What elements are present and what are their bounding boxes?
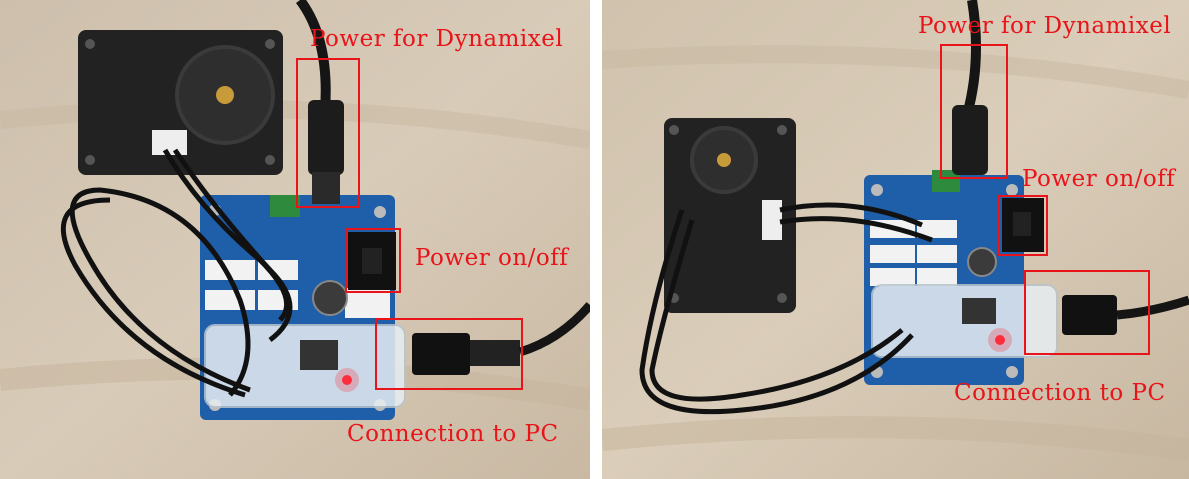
right-photo: Power for Dynamixel Power on/off Connect… — [602, 0, 1189, 479]
label-pc-connection: Connection to PC — [347, 421, 559, 447]
label-dynamixel-power: Power for Dynamixel — [918, 13, 1172, 39]
dynamixel-power-box — [296, 58, 360, 208]
label-dynamixel-power: Power for Dynamixel — [310, 26, 564, 52]
left-photo: Power for Dynamixel Power on/off Connect… — [0, 0, 590, 479]
pc-connection-box — [375, 318, 523, 390]
label-power-switch: Power on/off — [415, 245, 569, 271]
pc-connection-box — [1024, 270, 1150, 355]
label-pc-connection: Connection to PC — [954, 380, 1166, 406]
dynamixel-power-box — [940, 44, 1008, 179]
label-power-switch: Power on/off — [1022, 166, 1176, 192]
power-switch-box — [998, 195, 1048, 256]
right-photo-scene — [602, 0, 1189, 479]
power-switch-box — [345, 228, 401, 293]
left-photo-scene — [0, 0, 590, 479]
